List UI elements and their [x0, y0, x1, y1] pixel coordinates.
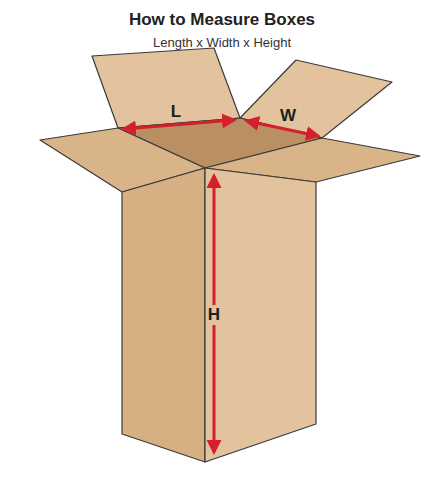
subtitle: Length x Width x Height: [153, 35, 291, 50]
front-face: [122, 168, 205, 462]
side-face: [205, 168, 316, 462]
diagram-title: How to Measure Boxes: [129, 10, 315, 30]
dimension-label: H: [206, 305, 222, 325]
dimension-label: W: [278, 106, 298, 126]
back-left-flap: [92, 48, 240, 128]
dimension-label: L: [169, 102, 183, 122]
